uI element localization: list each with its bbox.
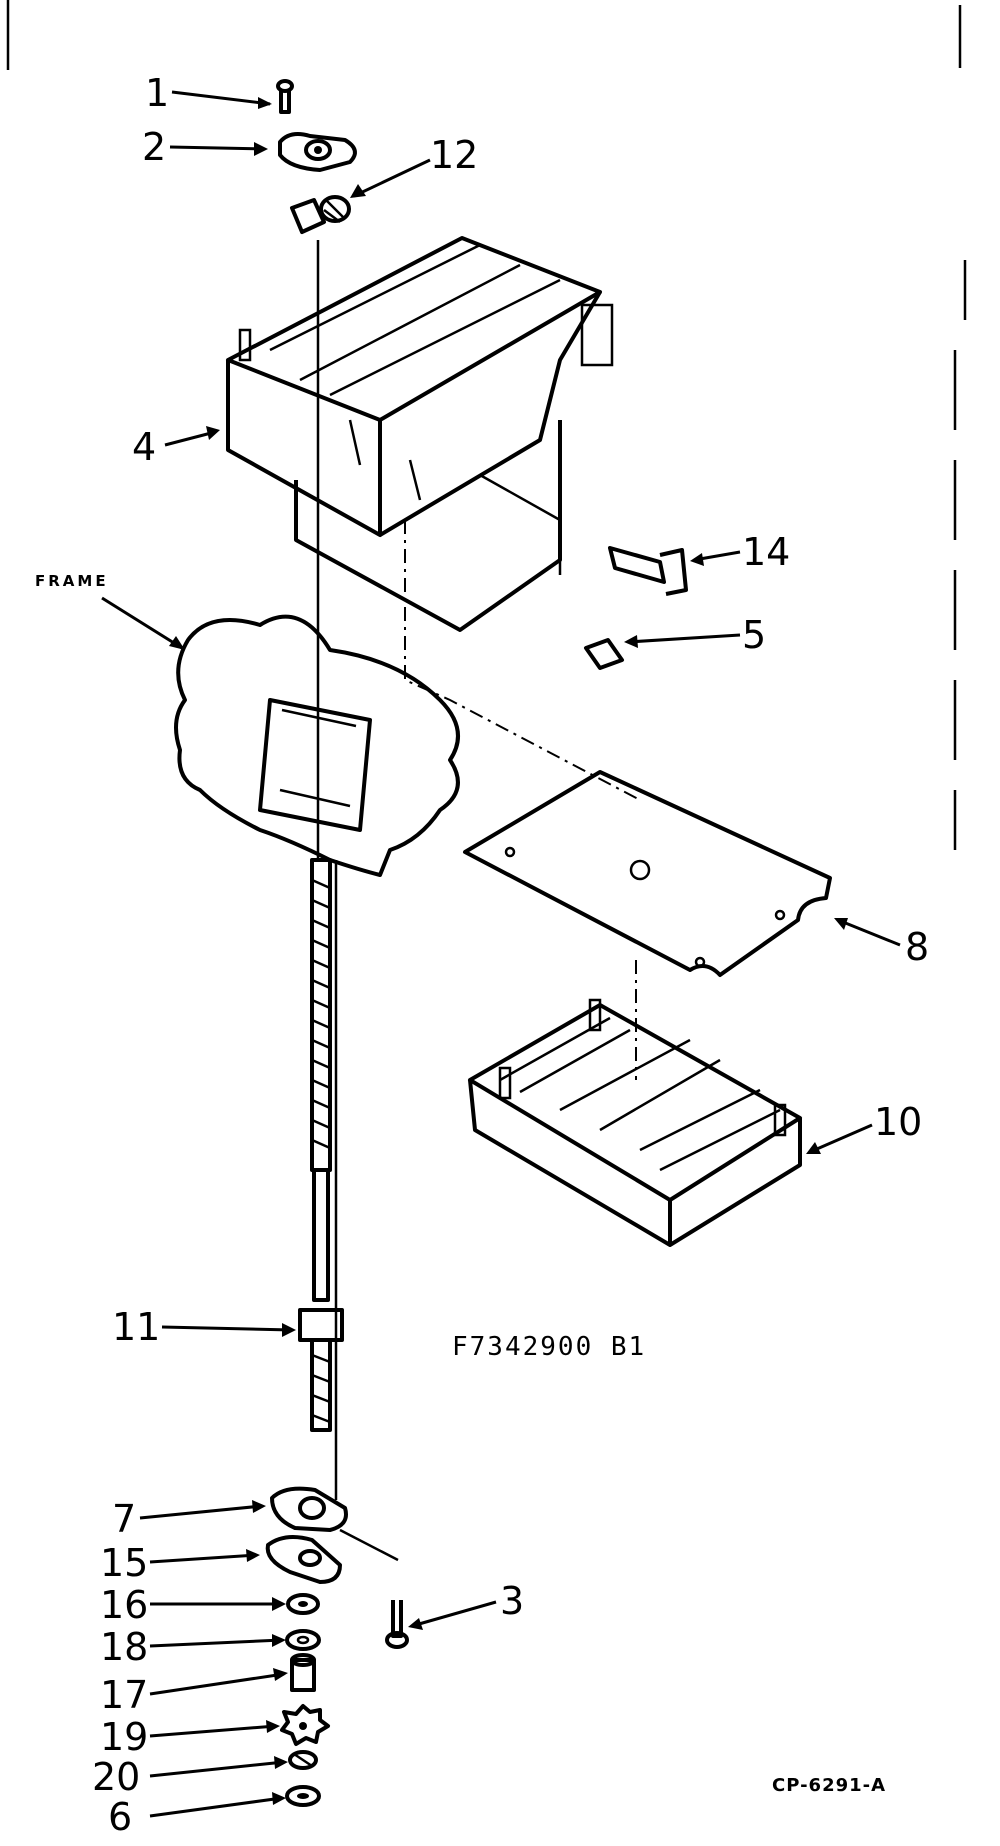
callout-5: 5 xyxy=(742,613,766,657)
part-20-nut xyxy=(288,1750,318,1770)
part-3-screw xyxy=(385,1600,409,1649)
callout-17: 17 xyxy=(100,1673,148,1717)
callout-6: 6 xyxy=(108,1795,132,1839)
callout-2: 2 xyxy=(142,125,166,169)
callout-10: 10 xyxy=(874,1100,922,1144)
callout-11: 11 xyxy=(112,1305,160,1349)
callout-8: 8 xyxy=(905,925,929,969)
scan-edge-marks xyxy=(6,0,967,850)
callout-20: 20 xyxy=(92,1755,140,1799)
leader-lines xyxy=(101,90,901,1818)
part-1-screw xyxy=(276,79,294,114)
callout-7: 7 xyxy=(112,1497,136,1541)
part-18-washer xyxy=(285,1629,321,1651)
part-19-star-washer xyxy=(280,1704,330,1746)
callout-1: 1 xyxy=(145,71,169,115)
part-15-plate xyxy=(265,1534,342,1584)
part-8-plate xyxy=(463,770,832,977)
part-2-bracket-plate xyxy=(278,132,357,172)
part-11-threaded-rod xyxy=(298,858,344,1432)
part-5-clip xyxy=(584,638,624,670)
part-code: F7342900 B1 xyxy=(452,1332,646,1362)
part-4-housing xyxy=(226,236,614,632)
part-14-latch xyxy=(608,546,688,596)
frame-section xyxy=(174,614,460,877)
callout-19: 19 xyxy=(100,1715,148,1759)
part-16-washer xyxy=(286,1593,320,1615)
callout-15: 15 xyxy=(100,1541,148,1585)
clip xyxy=(290,198,326,234)
callout-3: 3 xyxy=(500,1579,524,1623)
callout-14: 14 xyxy=(742,530,790,574)
callout-4: 4 xyxy=(132,425,156,469)
part-7-bracket xyxy=(270,1486,348,1532)
center-lines xyxy=(316,240,641,1562)
callout-12: 12 xyxy=(430,133,478,177)
part-12-spring xyxy=(319,195,351,223)
callout-16: 16 xyxy=(100,1583,148,1627)
figure-id: CP-6291-A xyxy=(772,1775,886,1796)
callout-18: 18 xyxy=(100,1625,148,1669)
part-10-tray xyxy=(468,998,802,1247)
callouts: 1 2 12 4 14 5 8 10 11 7 15 16 3 18 17 19… xyxy=(92,71,929,1839)
part-17-bushing xyxy=(290,1653,316,1692)
part-6-nut xyxy=(285,1785,321,1807)
frame-label: FRAME xyxy=(35,572,109,590)
